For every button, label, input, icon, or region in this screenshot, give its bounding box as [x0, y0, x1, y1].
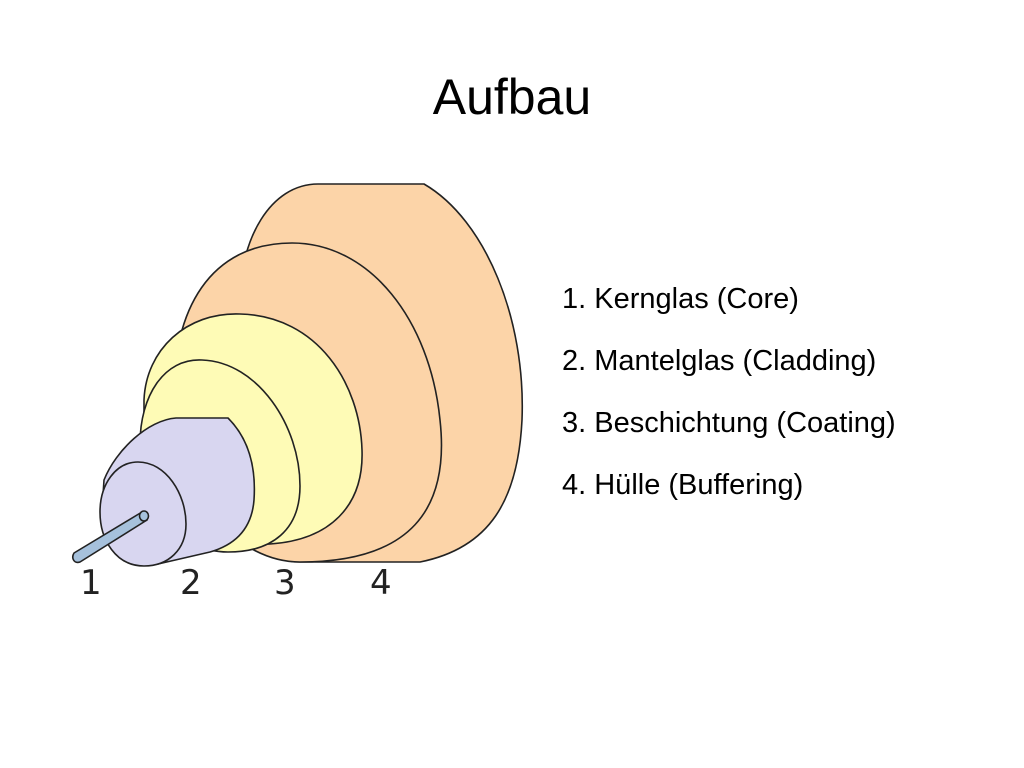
layer-number-4: 4	[370, 563, 392, 603]
legend-item-cladding: 2. Mantelglas (Cladding)	[562, 345, 877, 377]
core-fiber	[72, 511, 148, 564]
legend-item-buffering: 4. Hülle (Buffering)	[562, 469, 804, 501]
layer-1-core	[72, 510, 150, 564]
layer-number-1: 1	[80, 563, 102, 603]
legend-item-core: 1. Kernglas (Core)	[562, 283, 799, 315]
slide-title: Aufbau	[432, 69, 592, 125]
legend-item-coating: 3. Beschichtung (Coating)	[562, 407, 896, 439]
core-tip	[138, 510, 150, 522]
layer-number-2: 2	[180, 563, 202, 603]
layer-number-3: 3	[274, 563, 296, 603]
layer-legend: 1. Kernglas (Core) 2. Mantelglas (Claddi…	[562, 268, 896, 516]
